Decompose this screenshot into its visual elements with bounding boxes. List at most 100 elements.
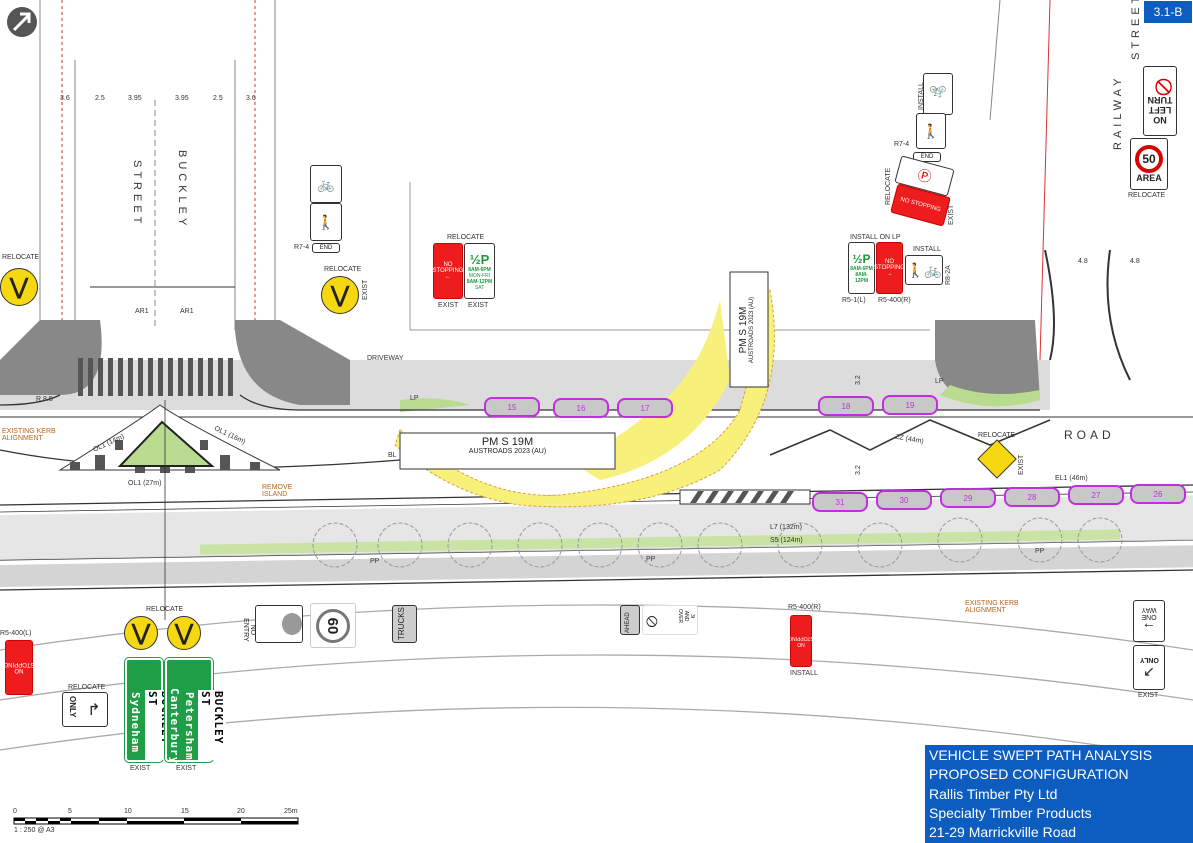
- sign-code: R5-400(L): [0, 630, 32, 637]
- speed-zone-50-sign: 50 AREA: [1130, 138, 1168, 190]
- parked-car: 30: [876, 490, 932, 510]
- half-p-text: ½P: [852, 252, 871, 266]
- direction-sign-destination: Petersham: [183, 692, 196, 761]
- exist-label: EXIST: [468, 302, 489, 309]
- direction-sign-petersham-canterbury: BUCKLEY ST Petersham Canterbury: [164, 657, 226, 765]
- lp-label: LP: [935, 378, 944, 385]
- pedestrian-crossing-sign: ⋁: [124, 616, 158, 650]
- relocate-label: RELOCATE: [447, 234, 485, 241]
- scale-ratio: 1 : 250 @ A3: [14, 827, 55, 834]
- dimension: 3.2: [855, 465, 862, 475]
- scale-tick: 0: [13, 808, 17, 815]
- radius-label: R 8.5: [36, 396, 53, 403]
- dimension: 3.95: [175, 95, 189, 102]
- half-p-days: SAT: [474, 284, 485, 291]
- street-name-railway-street: STREET: [1130, 0, 1142, 60]
- direction-sign-destination: Canterbury: [168, 688, 181, 765]
- only-sign: ONLY↙: [1133, 645, 1165, 690]
- relocate-label: RELOCATE: [1128, 192, 1166, 199]
- exist-label: EXIST: [1138, 692, 1159, 699]
- scale-tick: 10: [124, 808, 132, 815]
- half-p-days: MON-FRI: [468, 272, 491, 279]
- one-way-text: ONE WAY: [1141, 606, 1157, 620]
- pp-label: PP: [1035, 548, 1045, 555]
- client-name: Rallis Timber Pty Ltd: [929, 785, 1058, 802]
- over-text: 3t AND OVER: [677, 609, 695, 624]
- line-label: S5 (124m): [770, 537, 803, 544]
- install-label: INSTALL: [790, 670, 818, 677]
- sheet-id-badge: 3.1-B: [1143, 0, 1193, 24]
- no-left-turn-text: NO LEFT TURN: [1147, 95, 1173, 125]
- parked-car: 27: [1068, 485, 1124, 505]
- no-stopping-text: NO STOPPING: [788, 635, 814, 647]
- no-stopping-text: NO STOPPING: [432, 262, 464, 274]
- street-name-road: ROAD: [1064, 428, 1115, 442]
- only-turn-sign: ONLY↱: [62, 692, 108, 727]
- half-p-time: 8AM-12PM: [854, 272, 869, 284]
- dimension: 3.2: [855, 375, 862, 385]
- sign-code: R7-4: [894, 141, 910, 148]
- shared-path-sign: 🚶: [310, 203, 342, 241]
- scale-tick: 15: [181, 808, 189, 815]
- vehicle-name: PM S 19M: [738, 306, 749, 354]
- existing-kerb-note: EXISTING KERB ALIGNMENT: [965, 600, 1019, 614]
- trucks-sign: TRUCKS: [392, 605, 417, 643]
- title-line: VEHICLE SWEPT PATH ANALYSIS: [929, 747, 1153, 763]
- no-stopping-text: NO STOPPING: [874, 259, 905, 271]
- speed-50-text: 50: [1135, 145, 1163, 173]
- dimension: 2.5: [213, 95, 223, 102]
- half-p-time: 8AM-6PM: [468, 266, 491, 273]
- sign-code: R5-400(R): [788, 604, 821, 611]
- only-text: ONLY: [68, 696, 77, 718]
- direction-sign-road: BUCKLEY ST: [198, 690, 226, 760]
- vehicle-standard: AUSTROADS 2023 (AU): [468, 448, 547, 455]
- parked-car: 26: [1130, 484, 1186, 504]
- no-stopping-sign: NO STOPPING→: [874, 242, 905, 294]
- relocate-label: RELOCATE: [978, 432, 1016, 439]
- no-stopping-sign: NO STOPPING: [4, 640, 34, 695]
- only-text: ONLY: [1139, 655, 1159, 663]
- parked-car: 15: [484, 397, 540, 417]
- swept-vehicle-label: PM S 19M AUSTROADS 2023 (AU): [400, 436, 615, 455]
- pedestrian-crossing-sign: ⋁: [0, 268, 38, 306]
- line-label: EL1 (46m): [1055, 475, 1088, 482]
- dimension: 2.5: [95, 95, 105, 102]
- install-label: INSTALL: [913, 246, 941, 253]
- line-label: AR1: [135, 308, 149, 315]
- pedestrian-crossing-sign: ⋁: [321, 276, 359, 314]
- parked-car: 19: [882, 395, 938, 415]
- bl-label: BL: [388, 452, 397, 459]
- shared-path-sign: 🚶🚲: [905, 255, 943, 285]
- vehicle-name: PM S 19M: [481, 436, 534, 448]
- install-label: INSTALL: [918, 82, 925, 110]
- relocate-label: RELOCATE: [885, 167, 892, 205]
- line-label: OL1 (27m): [128, 480, 162, 487]
- parked-car: 17: [617, 398, 673, 418]
- exist-label: EXIST: [438, 302, 459, 309]
- sign-code: R5-400(R): [878, 297, 911, 304]
- half-p-text: ½P: [469, 251, 490, 267]
- speed-60-text: 60: [316, 608, 350, 643]
- sign-code: R5-1(L): [842, 297, 866, 304]
- no-stopping-sign: NO STOPPING: [788, 615, 814, 667]
- shared-path-sign: 🚲: [923, 73, 953, 115]
- relocate-label: RELOCATE: [2, 254, 40, 261]
- street-name-buckley: BUCKLEY: [176, 150, 188, 230]
- one-way-sign: →ONE WAY: [1133, 600, 1165, 642]
- exist-label: EXIST: [362, 279, 369, 300]
- parked-car: 18: [818, 396, 874, 416]
- pp-label: PP: [646, 556, 656, 563]
- street-name-street: STREET: [131, 160, 143, 228]
- dimension: 3.95: [128, 95, 142, 102]
- exist-label: EXIST: [176, 765, 197, 772]
- ahead-plate: AHEAD: [620, 605, 640, 635]
- swept-vehicle-label-rotated: PM S 19M AUSTROADS 2023 (AU): [738, 275, 755, 385]
- relocate-label: RELOCATE: [146, 606, 184, 613]
- dimension: 3.6: [246, 95, 256, 102]
- direction-sign-destination: Sydneham: [129, 692, 142, 753]
- parked-car: 31: [812, 492, 868, 512]
- remove-island-note: REMOVE ISLAND: [262, 484, 293, 498]
- vehicle-standard: AUSTROADS 2023 (AU): [749, 296, 755, 364]
- no-entry-sign: NO ENTRY: [242, 605, 303, 643]
- lp-label: LP: [410, 395, 419, 402]
